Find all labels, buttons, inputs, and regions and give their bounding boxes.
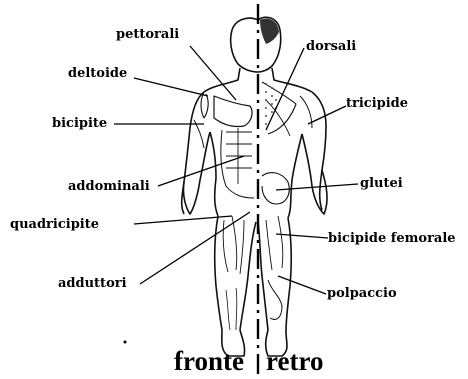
label-glutei: glutei	[360, 177, 403, 190]
label-polpaccio: polpaccio	[327, 287, 397, 300]
leader-addominali	[158, 156, 244, 186]
front-body	[182, 18, 258, 356]
label-dorsali: dorsali	[306, 40, 356, 53]
caption-fronte: fronte	[174, 348, 244, 375]
label-adduttori: adduttori	[58, 277, 127, 290]
stray-dot	[124, 341, 127, 344]
caption-retro: retro	[266, 348, 323, 375]
label-bicipite: bicipite	[52, 117, 107, 130]
label-deltoide: deltoide	[68, 67, 127, 80]
leader-bicipite-femorale	[276, 234, 328, 238]
label-addominali: addominali	[68, 180, 150, 193]
leader-pettorali	[190, 46, 236, 100]
label-quadricipite: quadricipite	[10, 218, 99, 231]
label-pettorali: pettorali	[116, 28, 179, 41]
leader-dorsali	[266, 48, 304, 130]
leader-tricipide	[308, 106, 346, 124]
label-bicipite-femorale: bicipide femorale	[328, 232, 456, 245]
leader-polpaccio	[278, 276, 326, 294]
label-tricipide: tricipide	[346, 97, 408, 110]
leader-deltoide	[134, 78, 208, 96]
